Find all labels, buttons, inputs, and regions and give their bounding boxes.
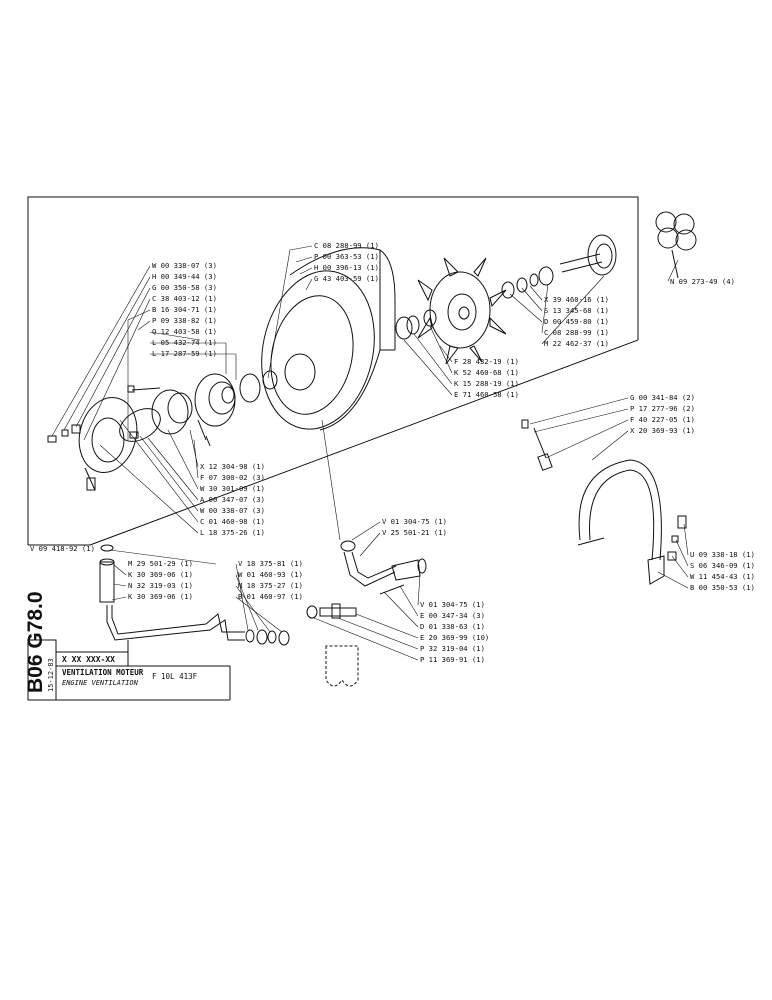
part-label: W 01 460-93 (1) (238, 570, 303, 579)
labels-pipe-top: V 01 304-75 (1) V 25 501-21 (1) (382, 517, 447, 537)
part-label: V 18 375-81 (1) (238, 559, 303, 568)
part-label: E 71 460-58 (1) (454, 390, 519, 399)
part-label: W 30 301-09 (1) (200, 484, 265, 493)
part-label: S 13 345-68 (1) (544, 306, 609, 315)
labels-right-top: X 39 460-16 (1) S 13 345-68 (1) D 00 459… (544, 295, 609, 348)
part-label: B 00 350-53 (1) (690, 583, 755, 592)
title-english: ENGINE VENTILATION (62, 679, 138, 687)
part-label: F 28 432-19 (1) (454, 357, 519, 366)
title-block (27, 639, 231, 701)
part-label: K 30 369-06 (1) (128, 570, 193, 579)
labels-pipe-bottom: V 01 304-75 (1) E 00 347-34 (3) D 01 338… (420, 600, 489, 664)
part-label: G 00 350-58 (3) (152, 283, 217, 292)
part-label: X 12 304-98 (1) (200, 462, 265, 471)
part-label: D 00 459-80 (1) (544, 317, 609, 326)
part-label: V 25 501-21 (1) (382, 528, 447, 537)
document-code: B06 G78.0 (24, 591, 47, 693)
part-label: X 39 460-16 (1) (544, 295, 609, 304)
part-label: F 07 300-02 (3) (200, 473, 265, 482)
part-label: Q 12 403-58 (1) (152, 327, 217, 336)
part-label: A 00 347-07 (3) (200, 495, 265, 504)
title-french: VENTILATION MOTEUR (62, 668, 144, 677)
part-label: B 01 460-97 (1) (238, 592, 303, 601)
labels-hose: M 29 501-29 (1) K 30 369-06 (1) N 32 319… (128, 559, 193, 601)
labels-center-mid: V 18 375-81 (1) W 01 460-93 (1) M 18 375… (238, 559, 303, 601)
part-label: F 40 227-05 (1) (630, 415, 695, 424)
part-label: D 01 338-63 (1) (420, 622, 485, 631)
part-label: M 22 462-37 (1) (544, 339, 609, 348)
labels-left-top: W 00 338-07 (3) H 00 349-44 (3) G 00 350… (152, 261, 217, 358)
part-label: L 17 287-59 (1) (152, 349, 217, 358)
part-label: E 00 347-34 (3) (420, 611, 485, 620)
spacer-rings-part (395, 266, 554, 340)
part-label: P 17 277-96 (2) (630, 404, 695, 413)
part-label: C 08 288-99 (1) (544, 328, 609, 337)
hose-part (99, 544, 245, 641)
part-label: P 11 369-91 (1) (420, 655, 485, 664)
part-label: G 43 403-59 (1) (314, 274, 379, 283)
part-label: P 32 319-04 (1) (420, 644, 485, 653)
drive-shaft-part (559, 234, 617, 276)
part-label: E 20 369-99 (10) (420, 633, 489, 642)
part-label: P 00 363-53 (1) (314, 252, 379, 261)
bolt-set-part (655, 211, 697, 279)
part-label: C 38 403-12 (1) (152, 294, 217, 303)
part-label: L 05 432-74 (1) (152, 338, 217, 347)
belt-guard-part (521, 419, 687, 585)
part-label: H 00 349-44 (3) (152, 272, 217, 281)
part-label: W 00 338-07 (3) (152, 261, 217, 270)
labels-fan: F 28 432-19 (1) K 52 460-68 (1) K 15 288… (454, 357, 519, 399)
part-label: K 15 288-19 (1) (454, 379, 519, 388)
valve-part (306, 603, 357, 619)
fan-wheel-part (417, 257, 507, 365)
part-label: H 00 396-13 (1) (314, 263, 379, 272)
part-label: M 29 501-29 (1) (128, 559, 193, 568)
hub-assembly-part (119, 370, 278, 447)
labels-center-top: C 08 288-99 (1) P 00 363-53 (1) H 00 396… (314, 241, 379, 283)
fittings-part (245, 629, 290, 646)
part-label: B 16 304-71 (1) (152, 305, 217, 314)
part-label: V 01 304-75 (1) (420, 600, 485, 609)
air-pipe-part (340, 540, 427, 595)
blower-housing-part (261, 247, 396, 431)
part-label: C 08 288-99 (1) (314, 241, 379, 250)
part-label: W 11 454-43 (1) (690, 572, 755, 581)
engine-model: F 10L 413F (152, 672, 198, 681)
part-label: N 32 319-03 (1) (128, 581, 193, 590)
part-label: U 09 338-18 (1) (690, 550, 755, 559)
part-label: X 20 369-93 (1) (630, 426, 695, 435)
frame-label: V 09 418-92 (1) (30, 544, 95, 553)
labels-belt: G 00 341-84 (2) P 17 277-96 (2) F 40 227… (630, 393, 695, 435)
part-label-far-right: N 09 273-49 (4) (670, 277, 735, 286)
assembly-frame-diagonal (89, 339, 639, 546)
part-label: P 09 338-82 (1) (152, 316, 217, 325)
assembly-frame (27, 196, 639, 545)
document-date: 15-12-83 (47, 658, 55, 692)
reference-number: X XX XXX-XX (62, 655, 115, 664)
part-label: L 18 375-26 (1) (200, 528, 265, 537)
bolts-left (47, 385, 161, 443)
leader-lines (51, 245, 689, 661)
part-label: G 00 341-84 (2) (630, 393, 695, 402)
labels-left-bottom: X 12 304-98 (1) F 07 300-02 (3) W 30 301… (200, 462, 265, 537)
part-label: K 52 460-68 (1) (454, 368, 519, 377)
fan-cover-part (78, 397, 138, 491)
part-label: V 01 304-75 (1) (382, 517, 447, 526)
filter-part (325, 645, 359, 687)
part-label: K 30 369-06 (1) (128, 592, 193, 601)
part-label: W 00 338-07 (3) (200, 506, 265, 515)
part-label: M 18 375-27 (1) (238, 581, 303, 590)
part-label: S 06 346-09 (1) (690, 561, 755, 570)
labels-bracket: U 09 338-18 (1) S 06 346-09 (1) W 11 454… (690, 550, 755, 592)
part-label: C 01 460-98 (1) (200, 517, 265, 526)
